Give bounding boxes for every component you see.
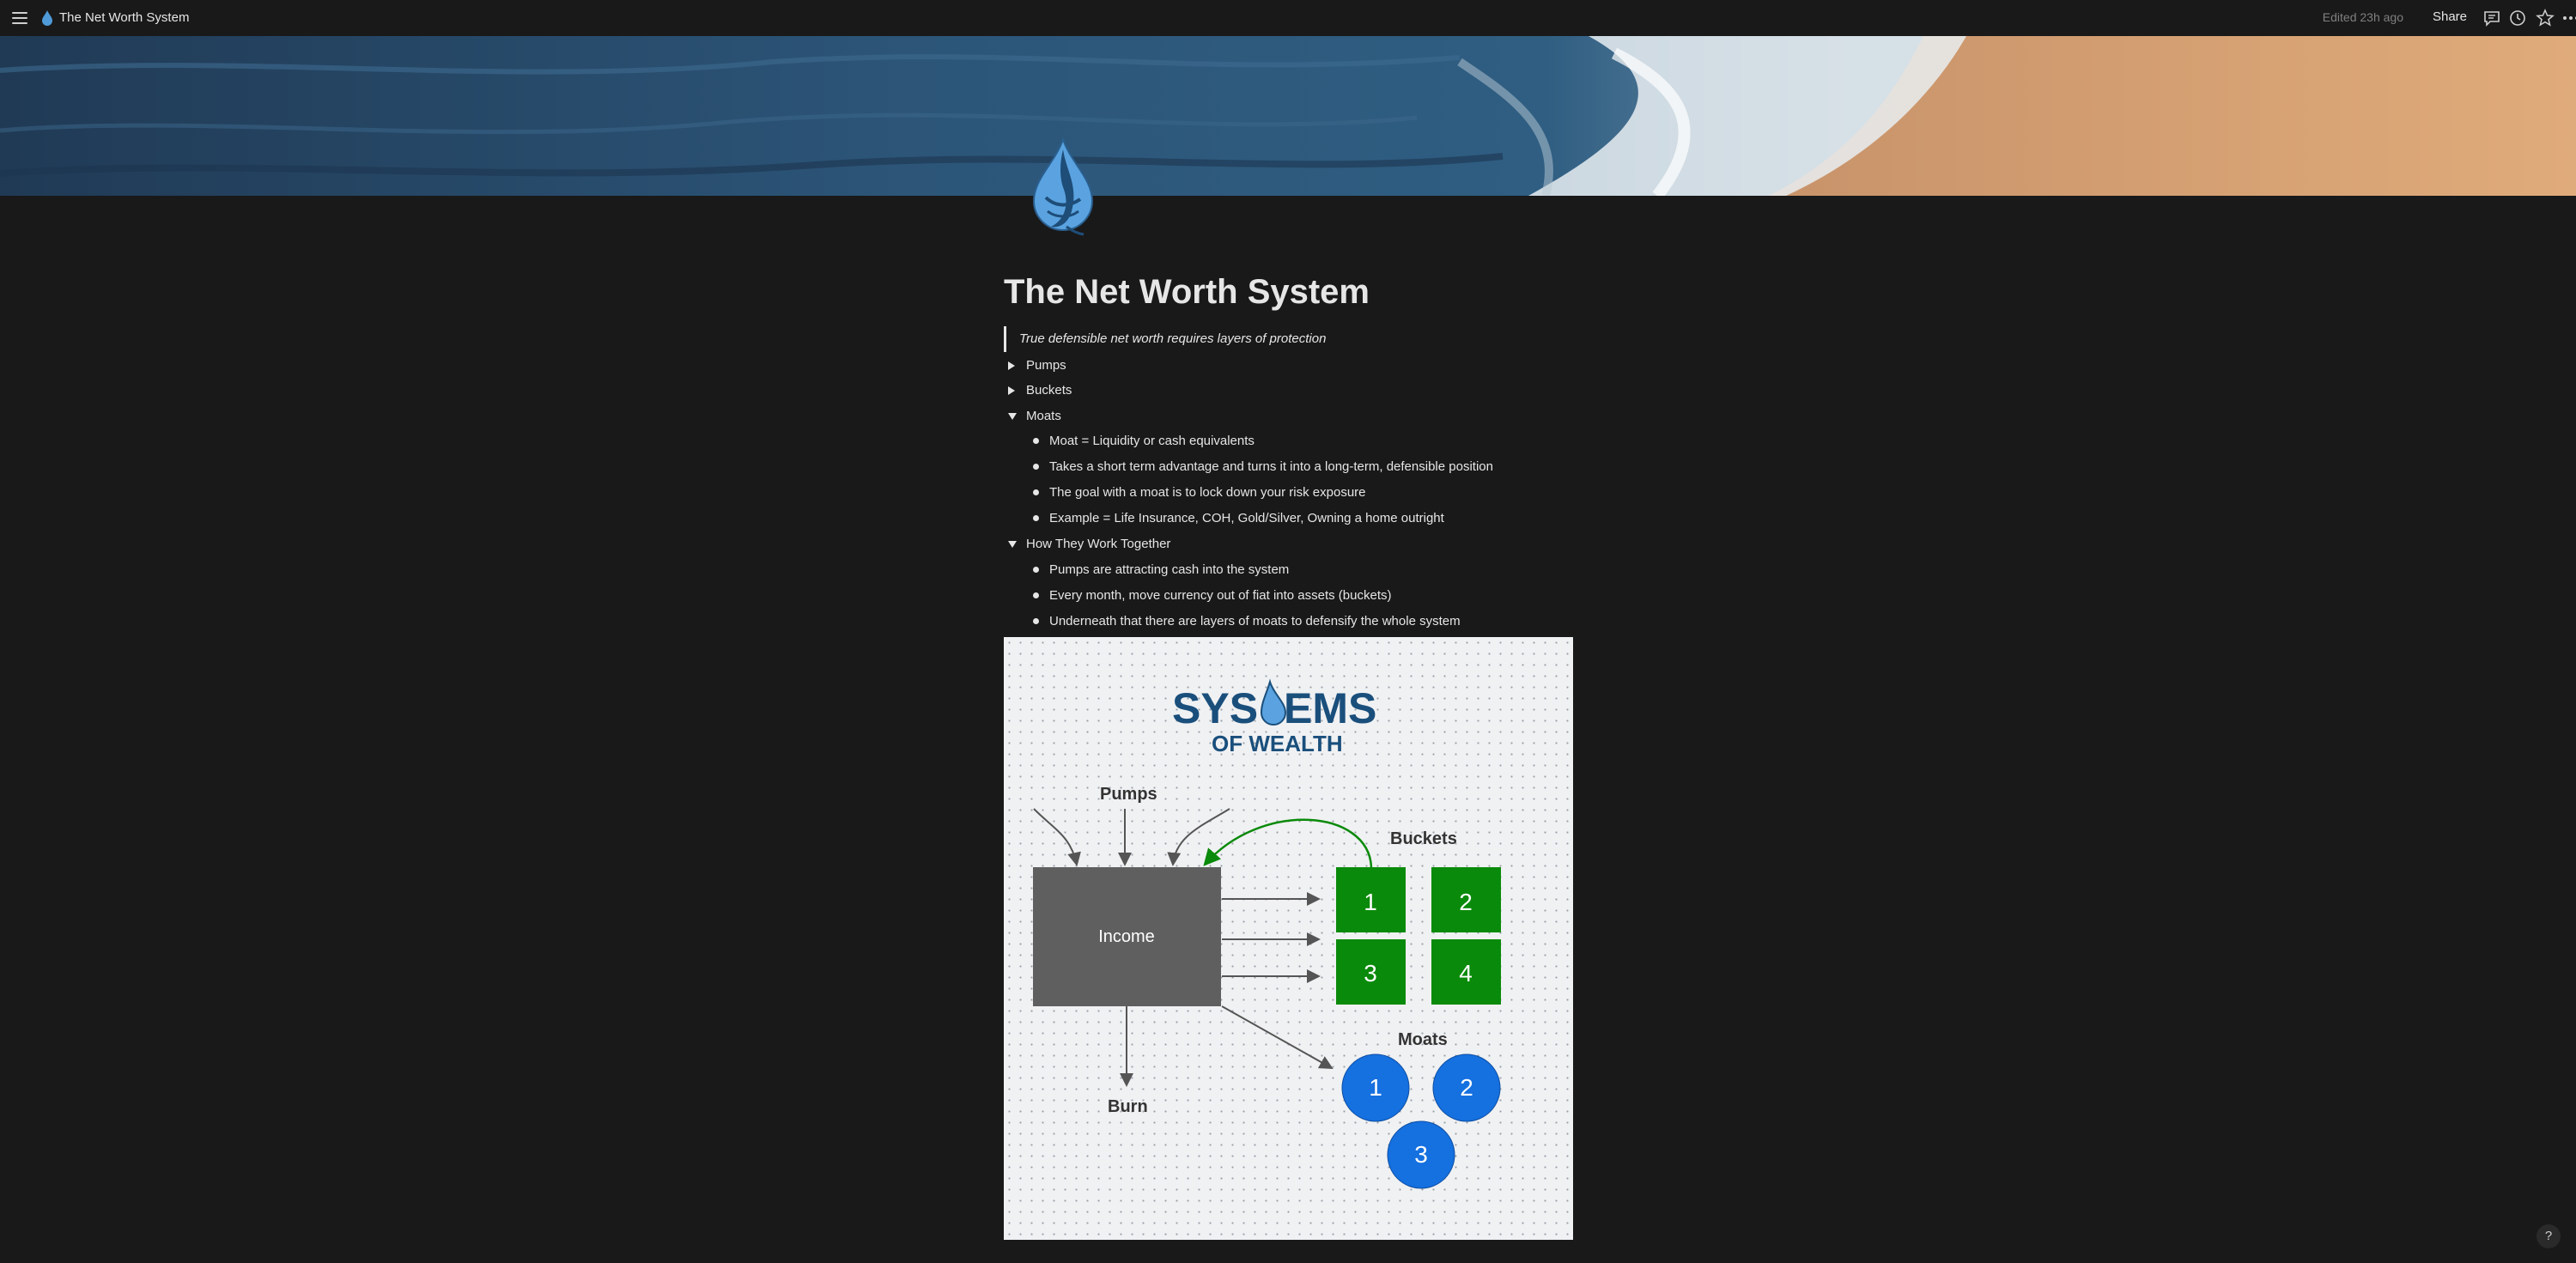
moat-2 xyxy=(1432,1054,1501,1122)
logo-drop-icon xyxy=(1260,678,1287,726)
bullet-icon xyxy=(1033,464,1039,470)
pumps-label: Pumps xyxy=(1100,785,1157,804)
list-item[interactable]: Underneath that there are layers of moat… xyxy=(1049,614,1461,628)
moat-3-label: 3 xyxy=(1414,1141,1428,1168)
buckets-label: Buckets xyxy=(1390,829,1457,848)
bucket-1-label: 1 xyxy=(1364,889,1377,915)
logo-subtitle: OF WEALTH xyxy=(1212,731,1343,756)
bucket-2-label: 2 xyxy=(1459,889,1473,915)
bullet-icon xyxy=(1033,438,1039,444)
toggle-arrow-icon[interactable] xyxy=(1008,361,1015,370)
toggle-moats[interactable]: Moats xyxy=(1026,409,1061,423)
systems-of-wealth-logo: SYS EMS OF WEALTH xyxy=(1172,678,1376,756)
share-button[interactable]: Share xyxy=(2432,9,2467,24)
bucket-1 xyxy=(1336,867,1406,932)
reinvest-arrow xyxy=(1203,818,1373,868)
income-box xyxy=(1033,867,1221,1006)
clock-icon[interactable] xyxy=(2507,8,2528,28)
bucket-3 xyxy=(1336,939,1406,1005)
toggle-how-they-work[interactable]: How They Work Together xyxy=(1026,537,1171,551)
bucket-4-label: 4 xyxy=(1459,960,1473,987)
income-label: Income xyxy=(1098,927,1155,946)
breadcrumb-title[interactable]: The Net Worth System xyxy=(59,10,190,25)
list-item[interactable]: Pumps are attracting cash into the syste… xyxy=(1049,562,1290,577)
list-item[interactable]: Takes a short term advantage and turns i… xyxy=(1049,459,1493,474)
bullet-icon xyxy=(1033,592,1039,598)
burn-label: Burn xyxy=(1108,1097,1148,1116)
list-item[interactable]: The goal with a moat is to lock down you… xyxy=(1049,485,1366,500)
toggle-arrow-icon[interactable] xyxy=(1008,413,1017,420)
toggle-buckets[interactable]: Buckets xyxy=(1026,383,1072,398)
comment-icon[interactable] xyxy=(2482,8,2502,28)
logo-text-right: EMS xyxy=(1284,684,1376,732)
bucket-4 xyxy=(1431,939,1501,1005)
bucket-3-label: 3 xyxy=(1364,960,1377,987)
cover-image[interactable] xyxy=(0,36,2576,196)
pump-arrow xyxy=(1167,808,1230,866)
more-icon[interactable] xyxy=(2561,8,2576,28)
bullet-icon xyxy=(1033,489,1039,495)
flow-arrow xyxy=(1221,1005,1334,1069)
moat-3 xyxy=(1387,1120,1455,1189)
toggle-arrow-icon[interactable] xyxy=(1008,386,1015,395)
moat-1-label: 1 xyxy=(1369,1074,1382,1101)
toggle-arrow-icon[interactable] xyxy=(1008,541,1017,548)
drop-icon xyxy=(42,10,52,26)
bullet-icon xyxy=(1033,567,1039,573)
list-item[interactable]: Every month, move currency out of fiat i… xyxy=(1049,588,1392,603)
moats-label: Moats xyxy=(1398,1030,1448,1049)
list-item[interactable]: Moat = Liquidity or cash equivalents xyxy=(1049,434,1255,448)
systems-of-wealth-diagram[interactable]: SYS EMS OF WEALTH Pumps Buckets Moats Bu… xyxy=(1004,637,1573,1240)
bucket-2 xyxy=(1431,867,1501,932)
logo-text-left: SYS xyxy=(1172,684,1258,732)
menu-icon[interactable] xyxy=(10,9,29,27)
bullet-icon xyxy=(1033,618,1039,624)
list-item[interactable]: Example = Life Insurance, COH, Gold/Silv… xyxy=(1049,511,1444,525)
bullet-icon xyxy=(1033,515,1039,521)
moat-2-label: 2 xyxy=(1460,1074,1473,1101)
pump-arrow xyxy=(1033,808,1081,866)
toggle-pumps[interactable]: Pumps xyxy=(1026,358,1066,373)
star-icon[interactable] xyxy=(2535,8,2555,28)
top-bar: The Net Worth System Edited 23h ago Shar… xyxy=(0,0,2576,36)
help-button[interactable]: ? xyxy=(2537,1224,2561,1248)
page-title[interactable]: The Net Worth System xyxy=(1004,273,1370,311)
moat-1 xyxy=(1341,1054,1410,1122)
quote-block[interactable]: True defensible net worth requires layer… xyxy=(1004,326,1326,352)
edited-timestamp: Edited 23h ago xyxy=(2322,10,2403,24)
water-drop-icon[interactable] xyxy=(1029,137,1097,237)
